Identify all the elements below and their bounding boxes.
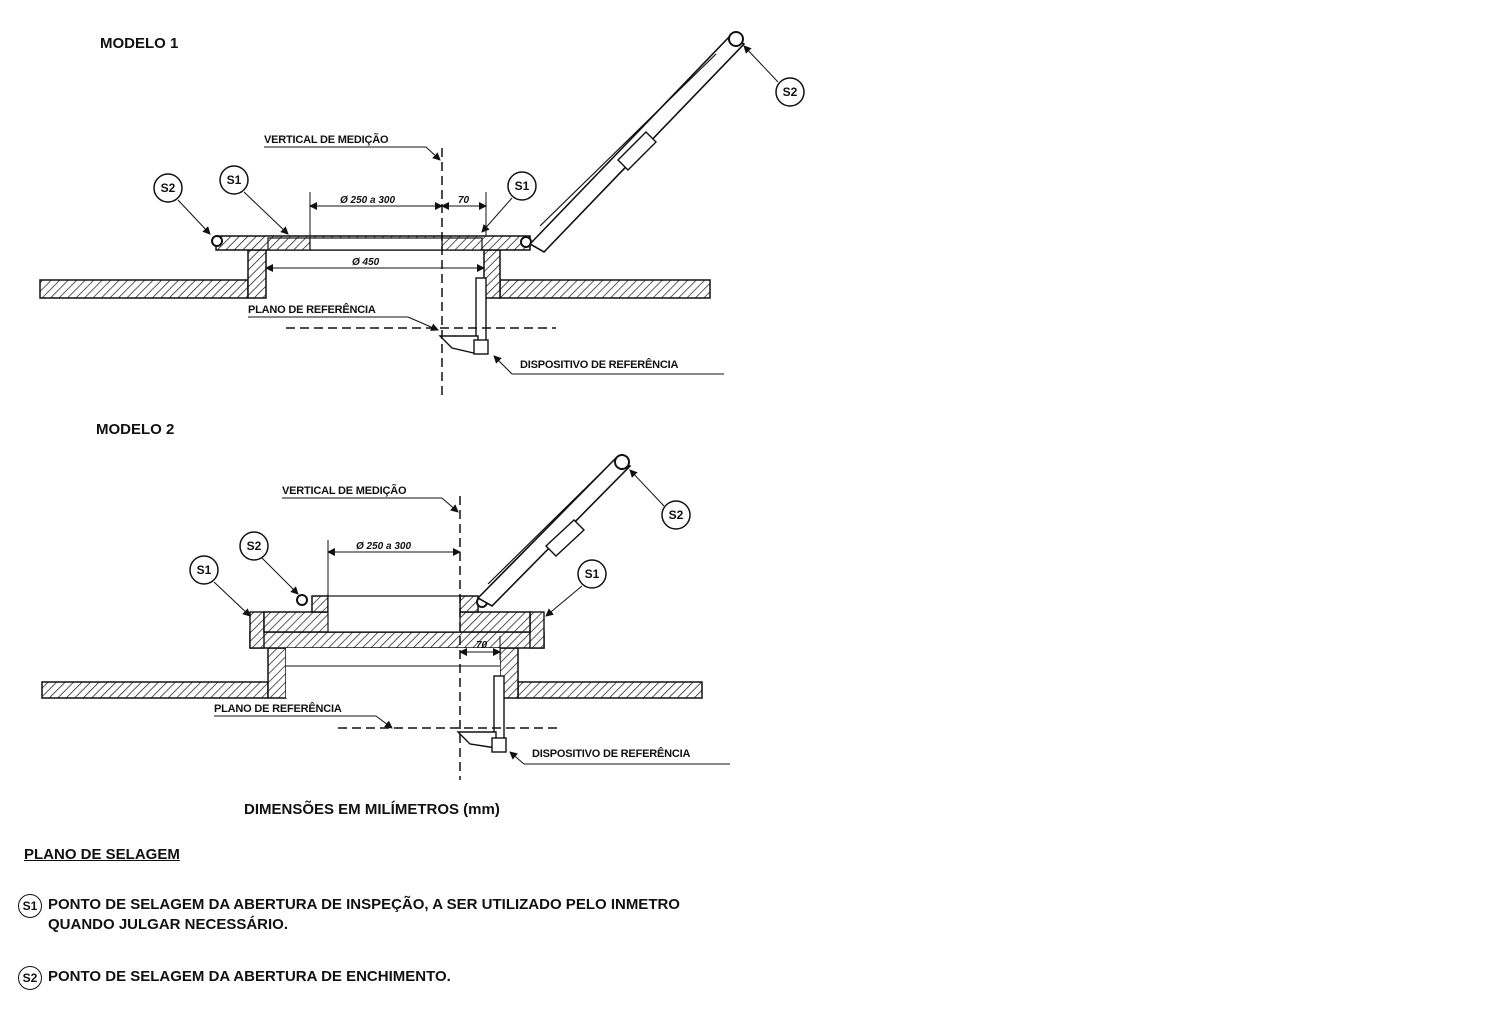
model2-open-lid [476, 454, 632, 608]
model2-reference-device [456, 675, 507, 753]
svg-text:S1: S1 [197, 563, 212, 577]
model2-bolt-right [529, 611, 545, 649]
units-note: DIMENSÕES EM MILÍMETROS (mm) [244, 800, 500, 818]
model1-seal-tag-s2-right: S2 [743, 45, 805, 107]
legend-item-s1: S1 PONTO DE SELAGEM DA ABERTURA DE INSPE… [18, 894, 680, 936]
legend-item-s2-line1: PONTO DE SELAGEM DA ABERTURA DE ENCHIMEN… [48, 968, 451, 985]
svg-text:S2: S2 [669, 508, 684, 522]
legend-heading: PLANO DE SELAGEM [18, 846, 180, 863]
model1-ring-right [441, 237, 483, 251]
legend-heading-text: PLANO DE SELAGEM [24, 846, 180, 863]
model1-seal-tag-s1-right: S1 [481, 171, 537, 233]
svg-text:S1: S1 [585, 567, 600, 581]
svg-text:S2: S2 [161, 181, 176, 195]
model2-hinge-left [296, 594, 308, 606]
legend-item-s1-line1: PONTO DE SELAGEM DA ABERTURA DE INSPEÇÃO… [48, 896, 680, 913]
model1-vertical-label: VERTICAL DE MEDIÇÃO [264, 133, 389, 146]
model1-hinge-right [520, 236, 532, 248]
model1-seal-tag-s1-left: S1 [219, 165, 289, 235]
svg-text:S2: S2 [783, 85, 798, 99]
model2-dim-offset: 70 [476, 640, 488, 651]
model1-reference-plane: PLANO DE REFERÊNCIA [248, 303, 376, 316]
s1-tag-icon: S1 [18, 894, 42, 918]
model2-reference-plane: PLANO DE REFERÊNCIA [214, 702, 342, 715]
model2-seal-tag-s1-left: S1 [189, 555, 251, 617]
s2-tag-icon: S2 [18, 966, 42, 990]
model2-seal-tag-s2-right: S2 [629, 469, 691, 530]
model1-reference-device-label: DISPOSITIVO DE REFERÊNCIA [520, 358, 678, 371]
model2-vertical-label: VERTICAL DE MEDIÇÃO [282, 484, 407, 497]
model2-title: MODELO 2 [96, 421, 174, 438]
model1-dim-outer: Ø 450 [352, 257, 380, 268]
legend-item-s1-line2: QUANDO JULGAR NECESSÁRIO. [48, 916, 289, 933]
model1-title: MODELO 1 [100, 35, 178, 52]
model1-dim-offset: 70 [458, 195, 470, 206]
model2-seal-tag-s2-left: S2 [239, 531, 299, 595]
model1-reference-device [438, 277, 489, 355]
model2-diagram: MODELO 2 [41, 421, 730, 780]
model1-diagram: MODELO 1 [39, 31, 805, 400]
model1-open-lid [528, 31, 746, 254]
legend-item-s2: S2 PONTO DE SELAGEM DA ABERTURA DE ENCHI… [18, 966, 451, 990]
model1-seal-tag-s2-left: S2 [153, 173, 211, 235]
model2-bolt-left [249, 611, 265, 649]
model1-dim-inner: Ø 250 a 300 [340, 195, 395, 206]
svg-text:S1: S1 [515, 179, 530, 193]
model1-ring-left [267, 237, 311, 251]
svg-text:S1: S1 [227, 173, 242, 187]
model1-hinge-left [211, 235, 223, 247]
model1-tank-plate [39, 279, 711, 299]
model2-seal-tag-s1-right: S1 [545, 559, 607, 617]
svg-text:S2: S2 [247, 539, 262, 553]
model2-dim-inner: Ø 250 a 300 [356, 541, 411, 552]
model2-reference-device-label: DISPOSITIVO DE REFERÊNCIA [532, 747, 690, 760]
